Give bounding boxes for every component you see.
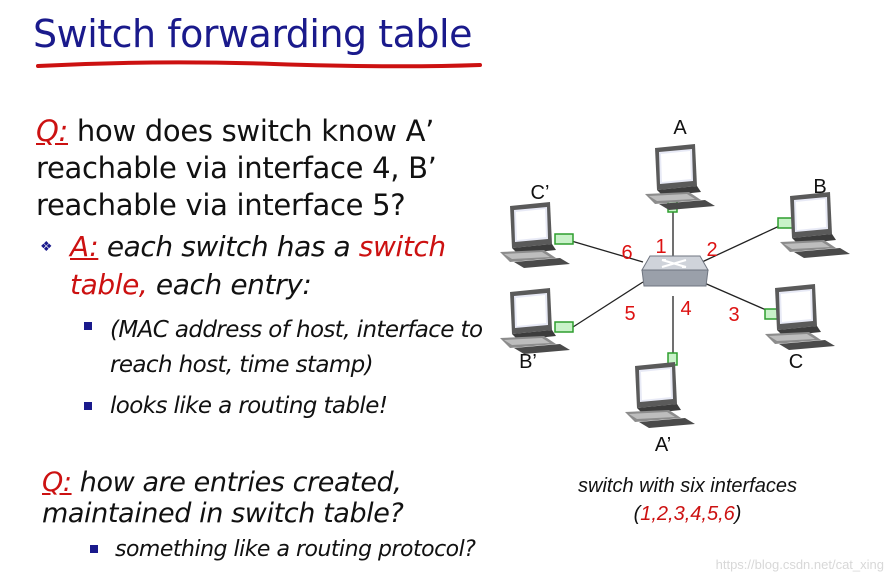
square-bullet-icon — [90, 545, 98, 553]
host-label-c: C — [789, 351, 803, 373]
sub-bullet-1: (MAC address of host, interface to reach… — [110, 313, 500, 383]
sub-bullet-2: looks like a routing table! — [110, 393, 388, 419]
square-bullet-icon — [84, 402, 92, 410]
switch-diagram: A B C A’ B’ C’ 1 2 3 4 5 6 — [500, 117, 850, 456]
answer-1: A: each switch has a switch table, each … — [70, 228, 490, 304]
caption-paren-close: ) — [734, 503, 742, 525]
watermark: https://blog.csdn.net/cat_xing — [715, 557, 884, 572]
port-label-4: 4 — [680, 298, 691, 320]
host-a-prime-computer-icon — [625, 362, 695, 428]
answer-highlight-1: switch — [358, 230, 446, 263]
port-label-2: 2 — [706, 239, 717, 261]
caption-paren-open: ( — [633, 503, 641, 525]
host-label-b-prime: B’ — [519, 351, 537, 373]
host-b-prime-computer-icon — [500, 288, 570, 354]
q2-label: Q: — [42, 467, 72, 498]
port-label-6: 6 — [621, 242, 632, 264]
port-label-1: 1 — [655, 236, 666, 258]
host-label-a-prime: A’ — [655, 434, 671, 456]
q1-text-1: how does switch know A’ — [68, 114, 435, 148]
sub-bullet-1-line-2: reach host, time stamp) — [110, 352, 374, 378]
square-bullet-icon — [84, 322, 92, 330]
answer-text-1: each switch has a — [98, 230, 359, 263]
question-1: Q: how does switch know A’ reachable via… — [36, 113, 486, 224]
host-a-computer-icon — [645, 144, 715, 210]
sub-bullet-1-line-1: (MAC address of host, interface to — [110, 317, 483, 343]
q2-text-1: how are entries created, — [71, 467, 402, 498]
host-label-b: B — [813, 176, 826, 198]
question-2: Q: how are entries created, maintained i… — [42, 467, 462, 529]
host-label-a: A — [673, 117, 687, 139]
host-label-c-prime: C’ — [531, 182, 550, 204]
answer-text-2: each entry: — [147, 268, 312, 301]
slide-title: Switch forwarding table — [33, 12, 473, 56]
diagram-caption-line-2: (1,2,3,4,5,6) — [545, 503, 830, 526]
q2-bullet: something like a routing protocol? — [115, 537, 476, 562]
q1-text-3: reachable via interface 5? — [36, 188, 406, 222]
port-label-3: 3 — [728, 304, 739, 326]
links — [567, 200, 789, 353]
answer-label: A: — [70, 230, 99, 263]
diagram-caption-line-1: switch with six interfaces — [578, 475, 797, 497]
answer-highlight-2: table, — [70, 268, 148, 301]
caption-ports: 1,2,3,4,5,6 — [640, 503, 735, 525]
q2-text-2: maintained in switch table? — [42, 498, 404, 529]
title-underline — [36, 60, 482, 69]
diamond-bullet-icon: ❖ — [40, 238, 53, 254]
port-label-5: 5 — [624, 303, 635, 325]
q1-text-2: reachable via interface 4, B’ — [36, 151, 437, 185]
q1-label: Q: — [36, 114, 68, 148]
switch-icon — [641, 255, 709, 287]
